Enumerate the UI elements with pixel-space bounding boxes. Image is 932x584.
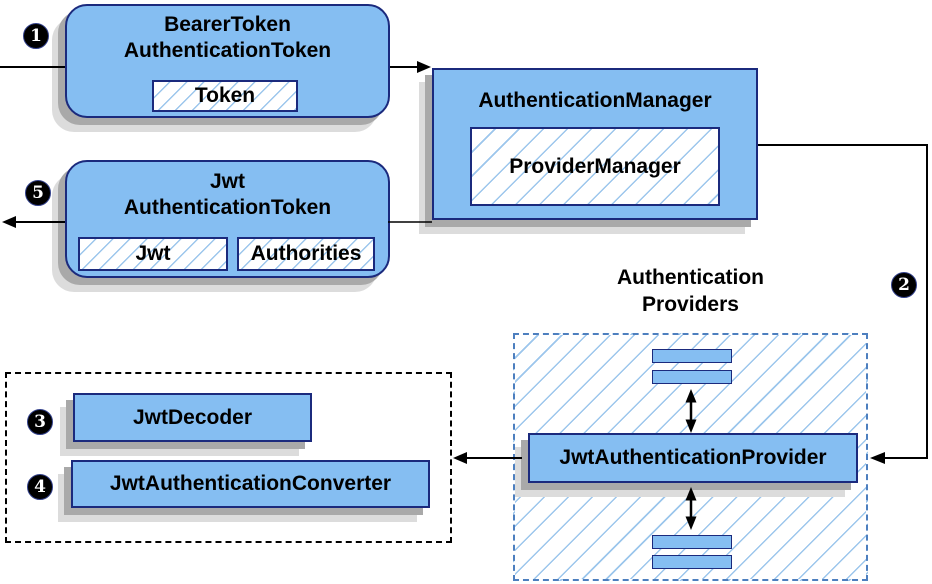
jwt-authentication-provider-label: JwtAuthenticationProvider: [559, 446, 827, 469]
authentication-manager-title: AuthenticationManager: [478, 89, 712, 112]
jwt-token-title-line2: AuthenticationToken: [123, 196, 332, 219]
jwt-token-node-title: Jwt AuthenticationToken: [67, 169, 388, 221]
left-arrowhead-icon: [453, 452, 467, 464]
bearer-token-authentication-token-node: BearerToken AuthenticationToken Token: [65, 4, 390, 118]
token-label: Token: [194, 84, 256, 107]
authentication-providers-label-line1: Authentication: [617, 266, 764, 289]
step-3-number: 3: [34, 412, 46, 432]
step-4-number: 4: [34, 477, 46, 497]
authorities-inner-box: Authorities: [237, 237, 375, 271]
step-2-number: 2: [898, 275, 910, 295]
jwt-authentication-provider-node: JwtAuthenticationProvider: [528, 433, 858, 483]
provider-stub-bar: [652, 535, 732, 549]
right-arrowhead-icon: [417, 61, 431, 73]
step-3-badge: 3: [27, 409, 53, 435]
jwt-authentication-converter-node: JwtAuthenticationConverter: [71, 460, 430, 508]
step-4-badge: 4: [27, 474, 53, 500]
jwt-label: Jwt: [135, 242, 171, 265]
step-1-badge: 1: [23, 23, 49, 49]
jwt-decoder-node: JwtDecoder: [73, 393, 312, 442]
bearer-token-title-line2: AuthenticationToken: [123, 39, 332, 62]
step-5-number: 5: [32, 183, 44, 203]
jwt-authentication-converter-label: JwtAuthenticationConverter: [109, 472, 392, 495]
left-arrowhead-icon: [2, 216, 16, 228]
step-2-badge: 2: [891, 272, 917, 298]
provider-stub-bar: [652, 349, 732, 363]
jwt-token-title-line1: Jwt: [209, 170, 245, 193]
jwt-authentication-token-node: Jwt AuthenticationToken Jwt Authorities: [65, 160, 390, 278]
jwt-resolver-container: 3 JwtDecoder 4 JwtAuthenticationConverte…: [5, 372, 452, 543]
authentication-providers-label-line2: Providers: [642, 293, 739, 316]
bearer-token-title-line1: BearerToken: [164, 13, 291, 36]
provider-stub-bar: [652, 555, 732, 569]
left-arrowhead-icon: [870, 452, 885, 464]
bearer-token-node-title: BearerToken AuthenticationToken: [67, 12, 388, 64]
jwt-decoder-label: JwtDecoder: [132, 405, 253, 429]
jwt-inner-box: Jwt: [78, 237, 228, 271]
authentication-providers-label: Authentication Providers: [513, 264, 868, 318]
authentication-manager-node: AuthenticationManager ProviderManager: [432, 68, 758, 220]
step-5-badge: 5: [25, 180, 51, 206]
authentication-providers-container: JwtAuthenticationProvider: [513, 333, 868, 581]
provider-manager-inner-box: ProviderManager: [470, 127, 720, 206]
authorities-label: Authorities: [250, 242, 362, 265]
provider-manager-label: ProviderManager: [509, 154, 681, 178]
step-1-number: 1: [30, 26, 42, 46]
token-inner-box: Token: [152, 80, 298, 112]
provider-stub-bar: [652, 370, 732, 384]
